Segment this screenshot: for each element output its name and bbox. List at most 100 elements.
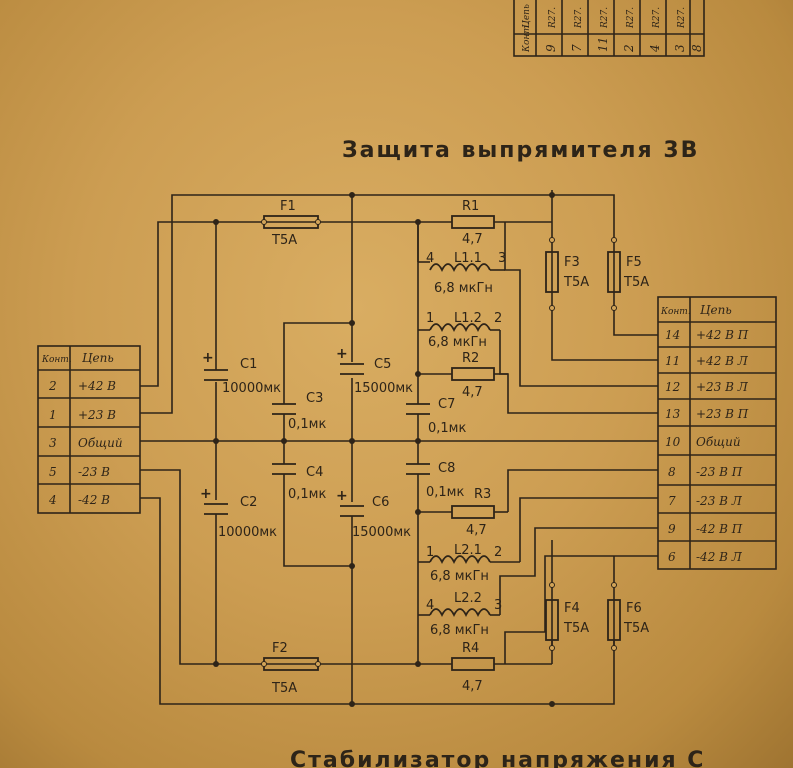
c5-value: 15000мк xyxy=(354,381,413,396)
f4-value: Т5А xyxy=(563,621,589,636)
left-signal-2: Общий xyxy=(78,436,123,450)
bottom-caption-partial: Стабилизатор напряжения С xyxy=(290,748,706,768)
c6-value: 15000мк xyxy=(352,525,411,540)
right-signal-0: +42 В П xyxy=(696,328,749,342)
capacitor-c6: + C6 15000мк xyxy=(336,488,411,540)
c2-ref: C2 xyxy=(240,495,257,510)
top-table-pin-5: 3 xyxy=(673,44,687,52)
right-signal-8: -42 В Л xyxy=(696,550,743,564)
f5-value: Т5А xyxy=(623,275,649,290)
left-pin-3: 5 xyxy=(49,465,57,479)
right-pin-8: 6 xyxy=(668,550,676,564)
f6-ref: F6 xyxy=(626,601,642,616)
r1-value: 4,7 xyxy=(462,232,483,247)
capacitor-c2: + C2 10000мк xyxy=(200,486,277,540)
right-pin-0: 14 xyxy=(665,328,680,342)
right-pin-7: 9 xyxy=(668,522,676,536)
c1-value: 10000мк xyxy=(222,381,281,396)
l2-2-pin-b: 3 xyxy=(494,598,502,613)
c3-ref: C3 xyxy=(306,391,323,406)
l2-1-value: 6,8 мкГн xyxy=(430,569,489,584)
left-signal-4: -42 В xyxy=(78,493,110,507)
right-signal-3: +23 В П xyxy=(696,407,749,421)
inductor-l2-2: 4 3 L2.2 6,8 мкГн xyxy=(418,591,502,638)
l2-1-pin-a: 1 xyxy=(426,545,434,560)
c3-value: 0,1мк xyxy=(288,417,326,432)
l1-1-value: 6,8 мкГн xyxy=(434,281,493,296)
fuse-f3: F3 Т5А xyxy=(545,235,589,311)
resistor-r3: R3 4,7 xyxy=(451,487,495,538)
left-signal-3: -23 В xyxy=(78,465,110,479)
r1-ref: R1 xyxy=(462,199,479,214)
c7-ref: C7 xyxy=(438,397,455,412)
right-pin-5: 8 xyxy=(668,465,676,479)
l1-2-ref: L1.2 xyxy=(454,311,482,326)
fuse-f5: F5 Т5А xyxy=(607,235,649,311)
c4-value: 0,1мк xyxy=(288,487,326,502)
right-pin-6: 7 xyxy=(668,494,676,508)
f2-value: Т5А xyxy=(271,681,297,696)
right-signal-6: -23 В Л xyxy=(696,494,743,508)
capacitor-c7: C7 0,1мк xyxy=(406,397,466,436)
r2-ref: R2 xyxy=(462,351,479,366)
l1-1-pin-b: 3 xyxy=(498,251,506,266)
left-header-pin: Конт. xyxy=(41,355,72,365)
right-pin-2: 12 xyxy=(665,380,680,394)
fuse-f6: F6 Т5А xyxy=(607,565,649,651)
fuse-f4: F4 Т5А xyxy=(545,565,589,651)
l1-1-pin-a: 4 xyxy=(426,251,434,266)
top-partial-table: Конт. Цепь 9 R27. 7 R27. 11 R27. 2 R27. … xyxy=(513,0,705,57)
c2-value: 10000мк xyxy=(218,525,277,540)
right-header-signal: Цепь xyxy=(700,303,732,317)
l1-2-value: 6,8 мкГн xyxy=(428,335,487,350)
inductor-l1-2: 1 2 L1.2 6,8 мкГн xyxy=(418,311,502,350)
page-title: Защита выпрямителя 3В xyxy=(342,138,700,163)
top-table-signal-3: R27. xyxy=(600,7,610,29)
capacitor-c8: C8 0,1мк xyxy=(406,461,464,500)
r3-ref: R3 xyxy=(474,487,491,502)
left-header-signal: Цепь xyxy=(82,351,114,365)
top-table-pin-2: 11 xyxy=(596,37,610,52)
c5-polarity: + xyxy=(336,346,348,362)
r3-value: 4,7 xyxy=(466,523,487,538)
l2-2-pin-a: 4 xyxy=(426,598,434,613)
l1-1-ref: L1.1 xyxy=(454,251,482,266)
c1-polarity: + xyxy=(202,350,214,366)
c6-ref: C6 xyxy=(372,495,389,510)
capacitor-c1: + C1 10000мк xyxy=(202,350,281,396)
top-table-pin-3: 2 xyxy=(622,44,636,53)
top-table-pin-1: 7 xyxy=(570,44,584,52)
resistor-r1: R1 4,7 xyxy=(451,199,495,247)
top-table-signal-5: R27. xyxy=(652,7,662,29)
resistor-r2: R2 4,7 xyxy=(451,351,495,400)
c5-ref: C5 xyxy=(374,357,391,372)
resistor-r4: R4 4,7 xyxy=(451,641,495,694)
f5-ref: F5 xyxy=(626,255,642,270)
top-table-signal-4: R27. xyxy=(626,7,636,29)
c4-ref: C4 xyxy=(306,465,323,480)
l2-1-pin-b: 2 xyxy=(494,545,502,560)
top-table-signal-6: R27. xyxy=(677,7,687,29)
junction-dots xyxy=(213,192,555,707)
c8-value: 0,1мк xyxy=(426,485,464,500)
top-table-signal-2: R27. xyxy=(574,7,584,29)
top-table-signal-0: Цепь xyxy=(522,4,532,28)
left-pin-4: 4 xyxy=(48,493,57,507)
right-pin-1: 11 xyxy=(665,354,680,368)
fuse-f1: F1 Т5А xyxy=(261,199,321,248)
right-signal-5: -23 В П xyxy=(696,465,743,479)
right-signal-4: Общий xyxy=(696,435,741,449)
right-pin-4: 10 xyxy=(665,435,681,449)
top-table-signal-1: R27. xyxy=(548,7,558,29)
l2-2-ref: L2.2 xyxy=(454,591,482,606)
l2-2-value: 6,8 мкГн xyxy=(430,623,489,638)
right-connector-table: Конт. Цепь 14 +42 В П 11 +42 В Л 12 +23 … xyxy=(657,296,777,570)
left-signal-1: +23 В xyxy=(78,408,116,422)
r4-value: 4,7 xyxy=(462,679,483,694)
c2-polarity: + xyxy=(200,486,212,502)
l1-2-pin-a: 1 xyxy=(426,311,434,326)
capacitor-c3: C3 0,1мк xyxy=(272,391,326,432)
right-signal-7: -42 В П xyxy=(696,522,743,536)
fuse-f2: F2 Т5А xyxy=(261,641,321,696)
